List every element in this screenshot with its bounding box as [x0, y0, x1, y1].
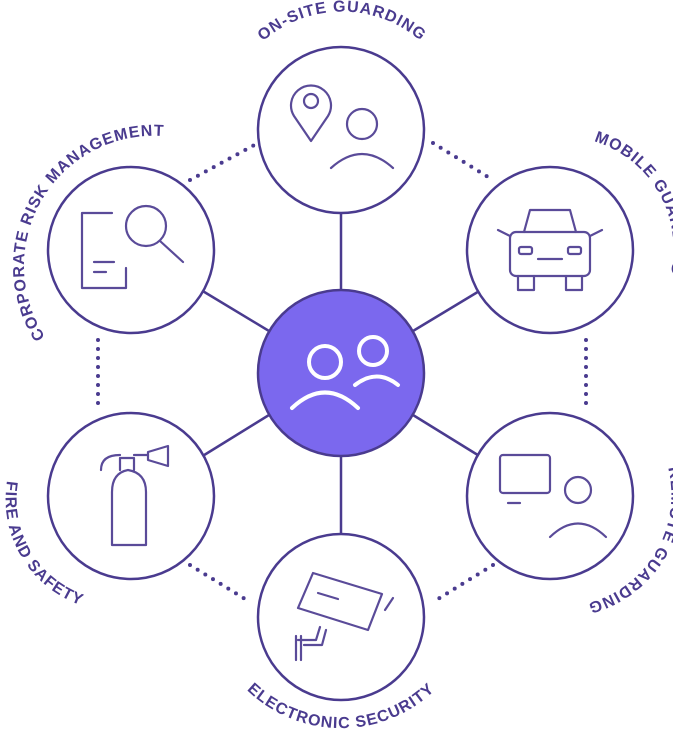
- document-search-icon: [80, 204, 185, 290]
- service-node-corporate-risk-management: CORPORATE RISK MANAGEMENT: [11, 123, 216, 344]
- car-icon: [496, 208, 604, 292]
- spoke-corporate: [200, 288, 270, 333]
- spokes: [200, 212, 482, 535]
- service-node-on-site-guarding: ON-SITE GUARDING: [255, 0, 429, 215]
- dotted-connector: [188, 141, 260, 182]
- center-node: [256, 288, 426, 458]
- spoke-mobile: [412, 288, 482, 333]
- service-circle: [46, 411, 216, 581]
- dotted-connector: [431, 141, 495, 182]
- dotted-connectors: [96, 141, 588, 604]
- service-circle: [46, 165, 216, 335]
- spoke-fire: [200, 413, 270, 459]
- service-node-remote-guarding: REMOTE GUARDING: [465, 411, 673, 616]
- service-circle: [256, 532, 426, 702]
- security-camera-icon: [294, 571, 395, 662]
- service-circle: [465, 411, 635, 581]
- service-circle: [465, 165, 635, 335]
- service-node-electronic-security: ELECTRONIC SECURITY: [244, 532, 437, 732]
- service-label: ON-SITE GUARDING: [255, 0, 429, 44]
- location-person-icon: [289, 84, 395, 170]
- monitor-person-icon: [498, 453, 608, 539]
- dotted-connector: [188, 563, 252, 604]
- users-group-icon: [290, 335, 400, 410]
- spoke-remote: [412, 413, 482, 459]
- service-node-fire-and-safety: FIRE AND SAFETY: [1, 411, 216, 609]
- fire-extinguisher-icon: [99, 444, 170, 547]
- service-node-mobile-guarding: MOBILE GUARDING: [465, 129, 673, 335]
- service-circle: [256, 45, 426, 215]
- dotted-connector: [431, 563, 495, 604]
- center-circle: [256, 288, 426, 458]
